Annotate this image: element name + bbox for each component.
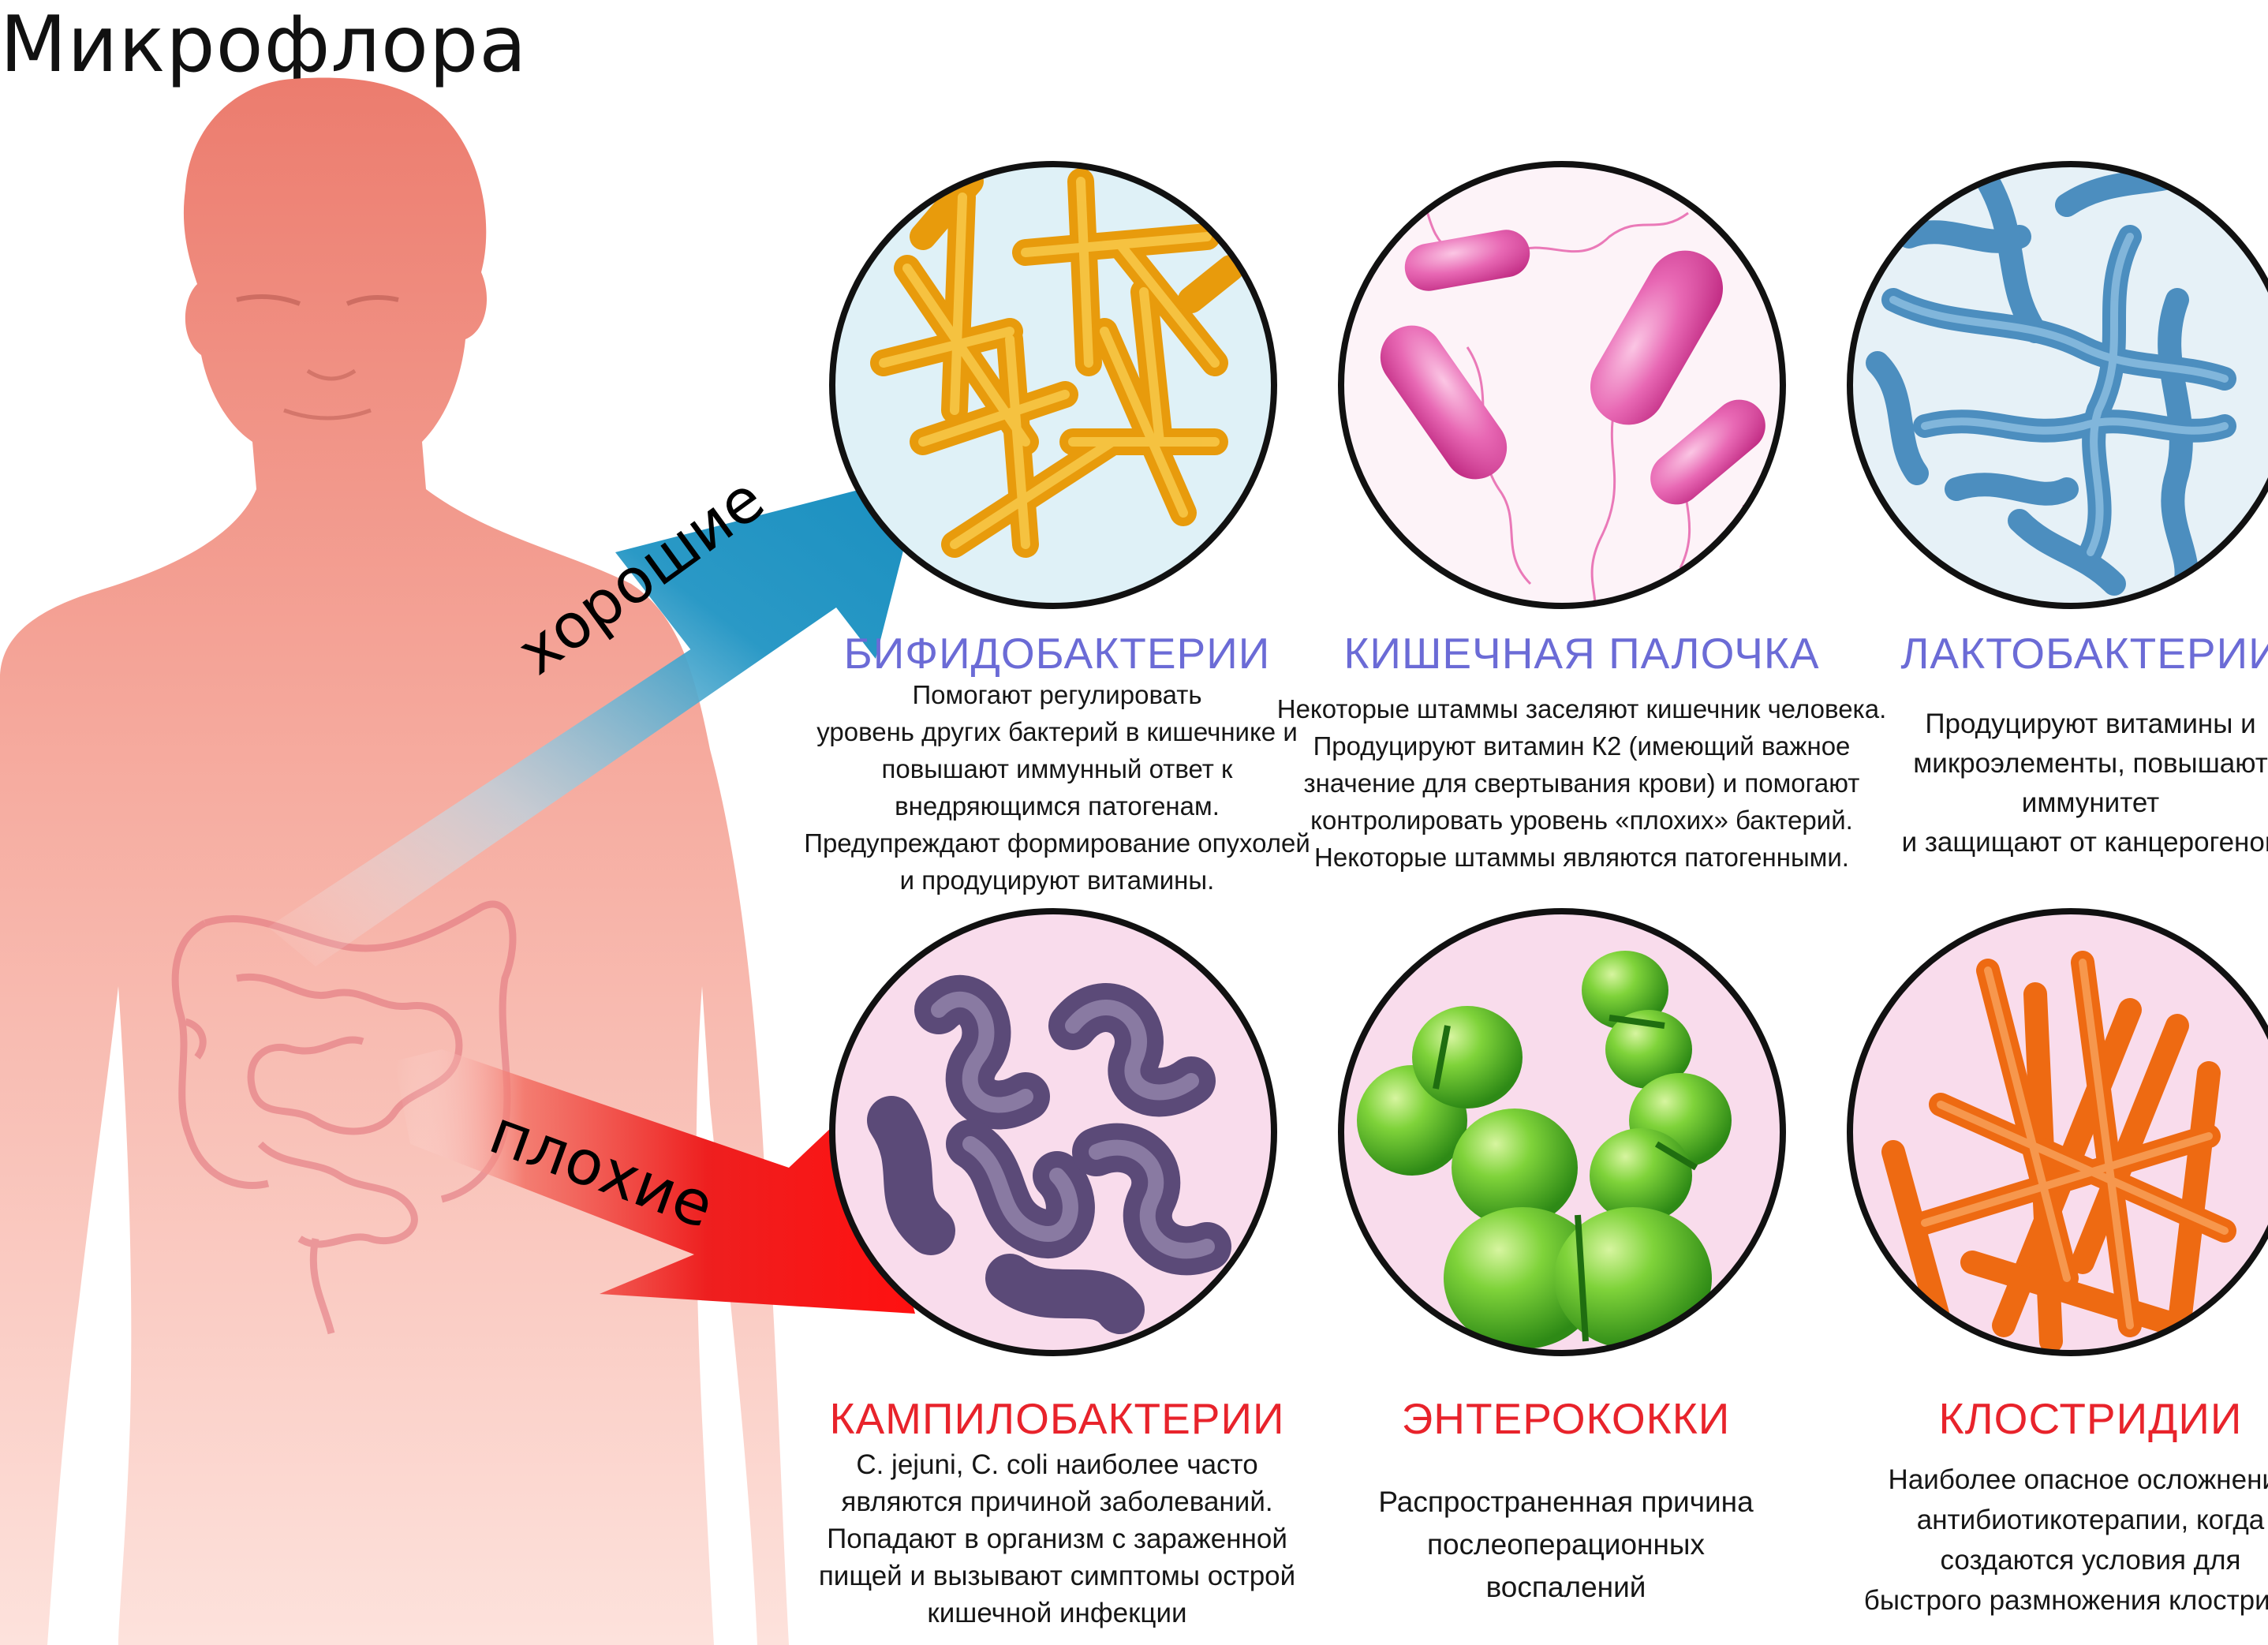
desc-line: антибиотикотерапии, когда [1916, 1505, 2265, 1535]
desc-line: и защищают от канцерогенов [1901, 827, 2268, 858]
desc-line: контролировать уровень «плохих» бактерий… [1310, 806, 1853, 835]
desc-line: уровень других бактерий в кишечнике и [816, 717, 1298, 746]
good-arrow [268, 473, 923, 966]
desc-line: Предупреждают формирование опухолей [804, 828, 1310, 858]
desc-line: и продуцируют витамины. [899, 865, 1215, 895]
desc-line: C. jejuni, C. coli наиболее часто [856, 1449, 1258, 1480]
enterococci-name: ЭНТЕРОКОККИ [1401, 1394, 1731, 1443]
desc-line: значение для свертывания крови) и помога… [1303, 768, 1860, 798]
bad-arrow [394, 1049, 915, 1314]
desc-line: повышают иммунный ответ к [881, 754, 1233, 783]
desc-line: иммунитет [2021, 787, 2160, 818]
bifidobacteria-description: Помогают регулировать уровень других бак… [702, 676, 1412, 899]
e-coli-icon [1338, 161, 1786, 609]
desc-line: Наиболее опасное осложнение [1888, 1464, 2268, 1495]
lactobacteria-icon [1847, 161, 2268, 609]
desc-line: микроэлементы, повышают [1913, 748, 2268, 779]
desc-line: Продуцируют витамин К2 (имеющий важное [1313, 731, 1851, 761]
clostridia-icon [1847, 908, 2268, 1356]
lactobacteria-description: Продуцируют витамины и микроэлементы, по… [1736, 705, 2268, 862]
desc-line: Распространенная причина [1378, 1486, 1754, 1518]
desc-line: кишечной инфекции [927, 1598, 1187, 1628]
enterococci-icon [1338, 908, 1786, 1356]
desc-line: создаются условия для [1940, 1545, 2241, 1576]
desc-line: Попадают в организм с зараженной [827, 1523, 1287, 1554]
campylobacter-name: КАМПИЛОБАКТЕРИИ [829, 1394, 1285, 1443]
clostridia-name: КЛОСТРИДИИ [1938, 1394, 2243, 1443]
campylobacter-description: C. jejuni, C. coli наиболее часто являют… [702, 1446, 1412, 1632]
desc-line: пищей и вызывают симптомы острой [818, 1561, 1296, 1591]
e-coli-description: Некоторые штаммы заселяют кишечник челов… [1227, 690, 1937, 876]
campylobacter-icon [829, 908, 1277, 1356]
desc-line: воспалений [1485, 1571, 1646, 1603]
desc-line: Некоторые штаммы заселяют кишечник челов… [1276, 694, 1887, 723]
bifidobacteria-icon [829, 161, 1277, 609]
lactobacteria-name: ЛАКТОБАКТЕРИИ [1900, 629, 2268, 678]
desc-line: являются причиной заболеваний. [841, 1486, 1273, 1517]
clostridia-description: Наиболее опасное осложнение антибиотикот… [1736, 1460, 2268, 1621]
desc-line: послеоперационных [1426, 1528, 1706, 1561]
page-title: Микрофлора [0, 0, 528, 90]
desc-line: быстрого размножения клостридий [1863, 1585, 2268, 1616]
desc-line: Некоторые штаммы являются патогенными. [1314, 843, 1849, 872]
e-coli-name: КИШЕЧНАЯ ПАЛОЧКА [1343, 629, 1820, 678]
enterococci-description: Распространенная причина послеоперационн… [1211, 1481, 1921, 1609]
desc-line: Продуцируют витамины и [1925, 708, 2256, 739]
desc-line: Помогают регулировать [912, 680, 1202, 709]
bifidobacteria-name: БИФИДОБАКТЕРИИ [843, 629, 1271, 678]
desc-line: внедряющимся патогенам. [895, 791, 1220, 821]
